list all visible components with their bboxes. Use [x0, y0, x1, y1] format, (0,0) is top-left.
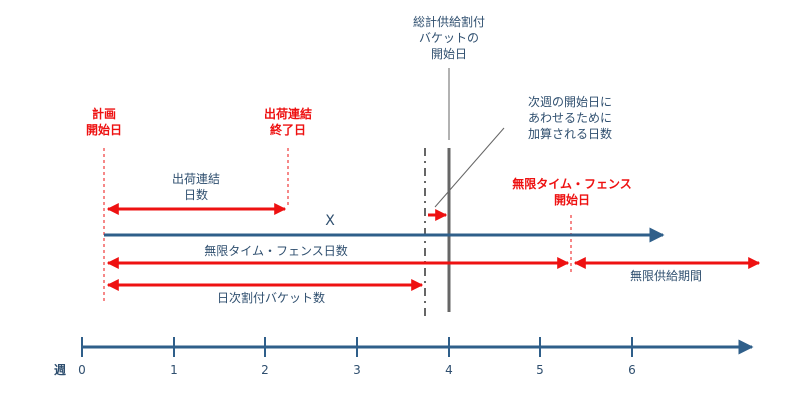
week-tick-label: 5	[536, 363, 544, 377]
total-bucket-start-label: 総計供給割付 バケットの 開始日	[412, 15, 485, 61]
ship-consolidation-days-label: 出荷連結 日数	[171, 172, 220, 202]
week-tick-label: 1	[170, 363, 178, 377]
plan-start-label: 計画 開始日	[85, 107, 122, 137]
week-tick-label: 4	[445, 363, 453, 377]
note-pointer	[434, 127, 505, 208]
week-tick-label: 3	[353, 363, 361, 377]
infinite-supply-period-label: 無限供給期間	[629, 269, 702, 283]
alignment-note-label: 次週の開始日に あわせるために 加算される日数	[527, 95, 612, 141]
week-tick-label: 0	[78, 363, 86, 377]
week-tick-label: 2	[261, 363, 269, 377]
week-axis-label: 週	[53, 363, 66, 377]
infinite-fence-start-label: 無限タイム・フェンス 開始日	[512, 177, 632, 207]
x-label: X	[325, 213, 335, 229]
week-axis-ticks	[81, 337, 633, 357]
daily-bucket-count-label: 日次割付バケット数	[216, 291, 325, 305]
ship-consolidation-end-label: 出荷連結 終了日	[263, 107, 312, 137]
week-tick-label: 6	[628, 363, 636, 377]
infinite-fence-days-label: 無限タイム・フェンス日数	[204, 244, 348, 258]
